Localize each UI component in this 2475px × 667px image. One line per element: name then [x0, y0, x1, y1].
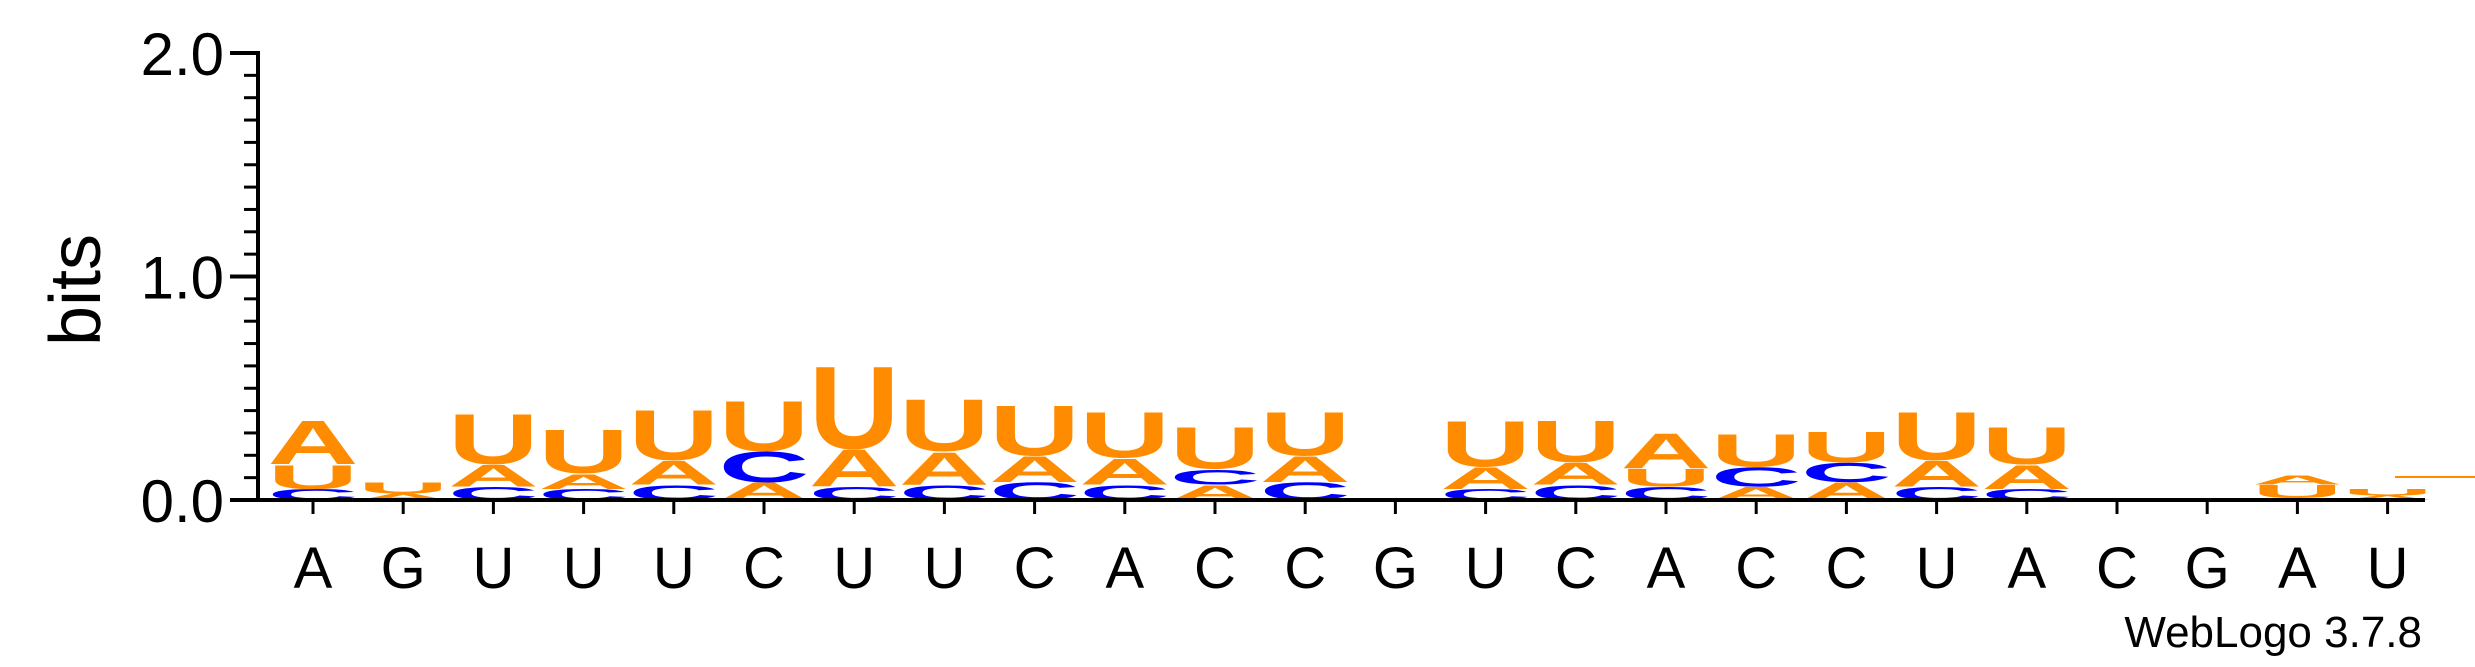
x-tick-label: C	[1014, 536, 1056, 601]
logo-stack: CAU	[1440, 408, 1531, 503]
logo-letter-u: U	[1260, 400, 1351, 469]
logo-letter-a: A	[1440, 461, 1531, 496]
logo-letter-c: C	[1801, 457, 1892, 488]
logo-letter-a: A	[448, 459, 539, 494]
logo-letter-a: A	[1079, 451, 1170, 493]
y-axis: 0.0 1.0 2.0	[141, 21, 260, 535]
x-tick-label: U	[563, 536, 605, 601]
x-tick-label: C	[1555, 536, 1597, 601]
x-tick-label: U	[472, 536, 514, 601]
y-tick-label: 1.0	[141, 245, 224, 312]
logo-letter-u: U	[1440, 408, 1531, 481]
x-tick-label: A	[2007, 536, 2046, 601]
logo-stack: CAU	[989, 390, 1080, 505]
x-tick-label: C	[1735, 536, 1777, 601]
logo-stack: CAU	[538, 417, 629, 503]
logo-letter-u: U	[809, 342, 900, 474]
logo-letter-u: U	[1891, 398, 1982, 474]
logo-letter-u: U	[2252, 481, 2343, 502]
logo-letter-c: C	[719, 443, 810, 492]
logo-stack: CAU	[1530, 409, 1621, 505]
logo-letter-u: U	[448, 399, 539, 479]
logo-letter-u: U	[538, 417, 629, 486]
logo-stack: CUA	[1621, 424, 1712, 504]
y-tick-label: 0.0	[141, 468, 224, 535]
x-tick-label: A	[1647, 536, 1686, 601]
logo-letter-c: C	[1711, 462, 1802, 493]
x-tick-label: G	[2185, 536, 2230, 601]
x-tick-label: C	[1825, 536, 1867, 601]
x-tick-label: U	[1465, 536, 1507, 601]
logo-letter-u: U	[1621, 464, 1712, 492]
y-tick-label: 2.0	[141, 21, 224, 88]
x-tick-label: U	[923, 536, 965, 601]
logo-letter-a: A	[2342, 494, 2433, 501]
x-tick-label: U	[2367, 536, 2409, 601]
x-tick-label: G	[381, 536, 426, 601]
logo-stack: ACU	[1801, 423, 1892, 506]
logo-letter-u: U	[899, 383, 990, 467]
logo-letter-u: U	[358, 479, 449, 496]
logo-letter-a: A	[809, 440, 900, 499]
logo-letter-a: A	[989, 448, 1080, 490]
logo-letter-a: A	[1530, 457, 1621, 492]
y-axis-label: bits	[36, 234, 116, 346]
logo-letter-u: U	[719, 386, 810, 466]
logo-stack: CAU	[1079, 399, 1170, 505]
logo-letter-u: U	[1170, 415, 1261, 481]
x-tick-label: G	[1373, 536, 1418, 601]
logo-letter-u: U	[628, 395, 719, 475]
logo-letter-a: A	[358, 492, 449, 502]
logo-letter-u: U	[1079, 399, 1170, 472]
x-tick-label: C	[1194, 536, 1236, 601]
logo-stack: CAU	[448, 399, 539, 504]
logo-stack: ACU	[719, 386, 810, 506]
weblogo-credit: WebLogo 3.7.8	[2124, 608, 2422, 657]
x-tick-label: A	[294, 536, 333, 601]
x-tick-label: A	[2278, 536, 2317, 601]
logo-letter-u: U	[1530, 409, 1621, 475]
logo-stack: CAU	[1260, 400, 1351, 506]
logo-letter-c: C	[1170, 465, 1261, 489]
x-tick-label: A	[1105, 536, 1144, 601]
logo-stack: AU	[2342, 487, 2433, 501]
logo-letter-a: A	[1981, 458, 2072, 496]
x-tick-label: U	[1916, 536, 1958, 601]
logo-letter-a: A	[1891, 453, 1982, 495]
logo-stack: ACU	[1170, 415, 1261, 505]
logo-letter-a: A	[268, 409, 359, 478]
logo-stack: AU	[358, 479, 449, 502]
logo-stack: CAU	[899, 383, 990, 505]
x-tick-label: C	[743, 536, 785, 601]
logo-stack: CAU	[809, 342, 900, 504]
x-tick-label: C	[2096, 536, 2138, 601]
logo-stack: CAU	[628, 395, 719, 505]
logo-letter-u: U	[989, 390, 1080, 470]
logo-letter-a: A	[1621, 424, 1712, 480]
logo-stack: CUA	[2252, 473, 2343, 502]
logo-stack: CAU	[1981, 417, 2072, 503]
logo-stack: CAU	[1891, 398, 1982, 504]
logo-letter-a: A	[1260, 448, 1351, 490]
logo-letter-u: U	[1801, 423, 1892, 472]
logo-letter-a: A	[2252, 473, 2343, 487]
logo-letter-a: A	[628, 454, 719, 492]
x-tick-label: U	[653, 536, 695, 601]
logo-letter-u: U	[1711, 425, 1802, 477]
x-tick-label: C	[1284, 536, 1326, 601]
x-tick-label: U	[833, 536, 875, 601]
logo-letter-u: U	[268, 458, 359, 496]
logo-letter-u: U	[1981, 417, 2072, 476]
logo-stack: ACU	[1711, 425, 1802, 504]
logo-letter-a: A	[899, 443, 990, 495]
logo-letter-u: U	[2342, 487, 2433, 497]
logo-stack: CUA	[268, 409, 359, 504]
logo-letter-a: A	[538, 469, 629, 493]
